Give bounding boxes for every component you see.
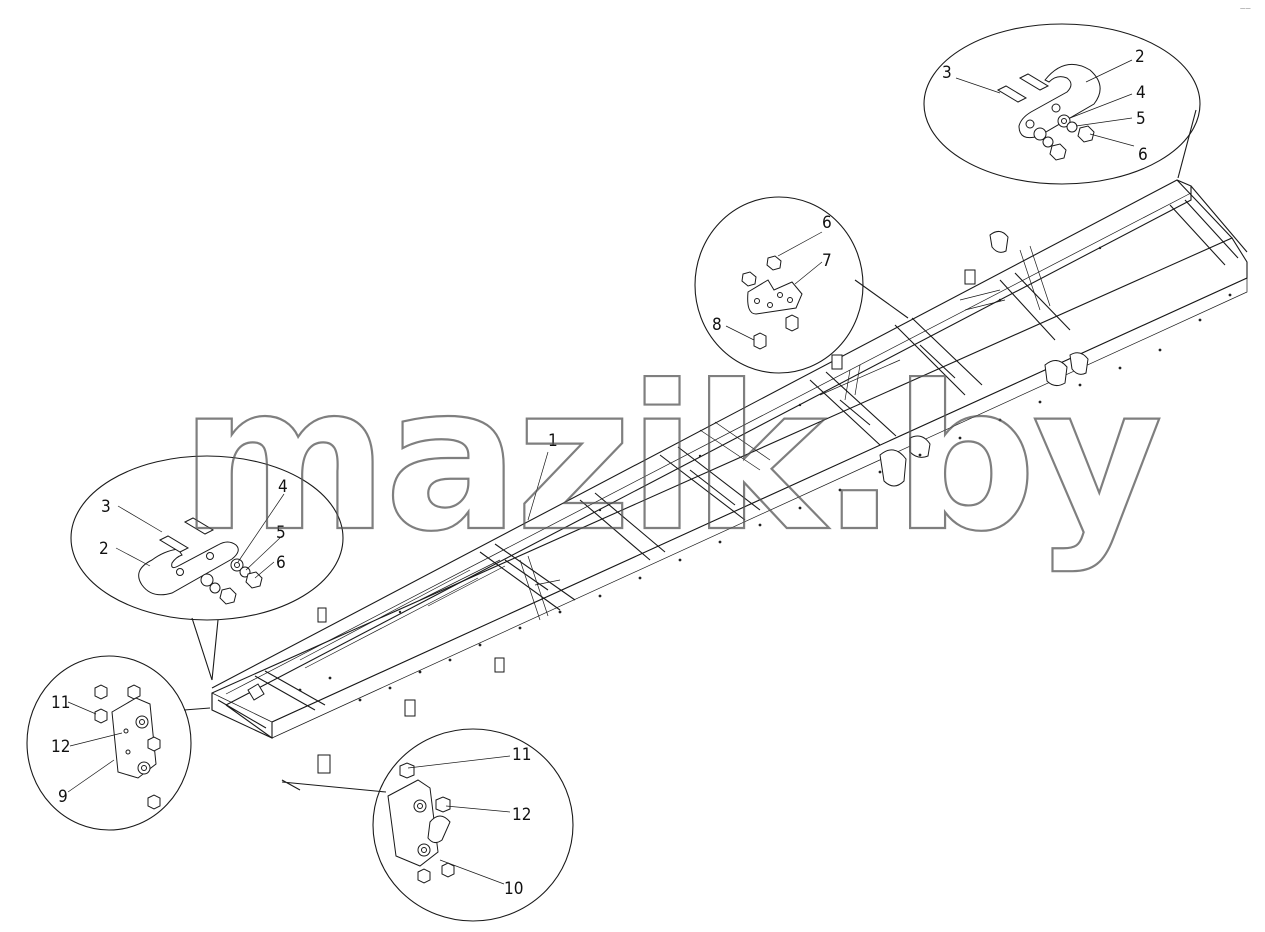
front-cross-member [211,693,273,739]
callout-4: 4 [1136,83,1146,103]
callout-11-left: 11 [51,693,70,713]
detail-bracket-bottom [281,728,574,922]
callout-3: 3 [942,63,952,83]
spring-mounts [247,231,1089,774]
callout-9: 9 [58,787,68,807]
callout-6-left: 6 [276,553,286,573]
callout-6: 6 [1138,145,1148,165]
callout-5: 5 [1136,109,1146,129]
frame-brackets [299,245,1051,669]
callout-7: 7 [822,251,832,271]
detail-bracket-plate [694,196,909,374]
callout-11: 11 [512,745,531,765]
leader-1 [527,451,549,521]
rear-cross-member [1176,179,1248,259]
callout-5-left: 5 [276,523,286,543]
callout-3-left: 3 [101,497,111,517]
callout-1: 1 [548,431,558,451]
detail-bracket-left [26,655,211,831]
cross-members [254,204,1226,711]
callout-4-left: 4 [278,477,288,497]
detail-tow-hook-rear [923,23,1201,185]
callout-labels: 1 2 3 4 5 6 6 7 8 3 2 4 5 6 11 12 9 11 1… [51,47,1148,899]
callout-6-mid: 6 [822,213,832,233]
callout-8: 8 [712,315,722,335]
callout-10: 10 [504,879,523,899]
watermark: mazik.by [180,343,1159,576]
callout-12-left: 12 [51,737,70,757]
corner-mark: —— [1240,5,1251,12]
callout-2-left: 2 [99,539,109,559]
rivet-holes [298,246,1232,702]
detail-tow-hook-front [70,455,344,681]
callout-12: 12 [512,805,531,825]
callout-2: 2 [1135,47,1145,67]
chassis-frame [211,179,1248,774]
